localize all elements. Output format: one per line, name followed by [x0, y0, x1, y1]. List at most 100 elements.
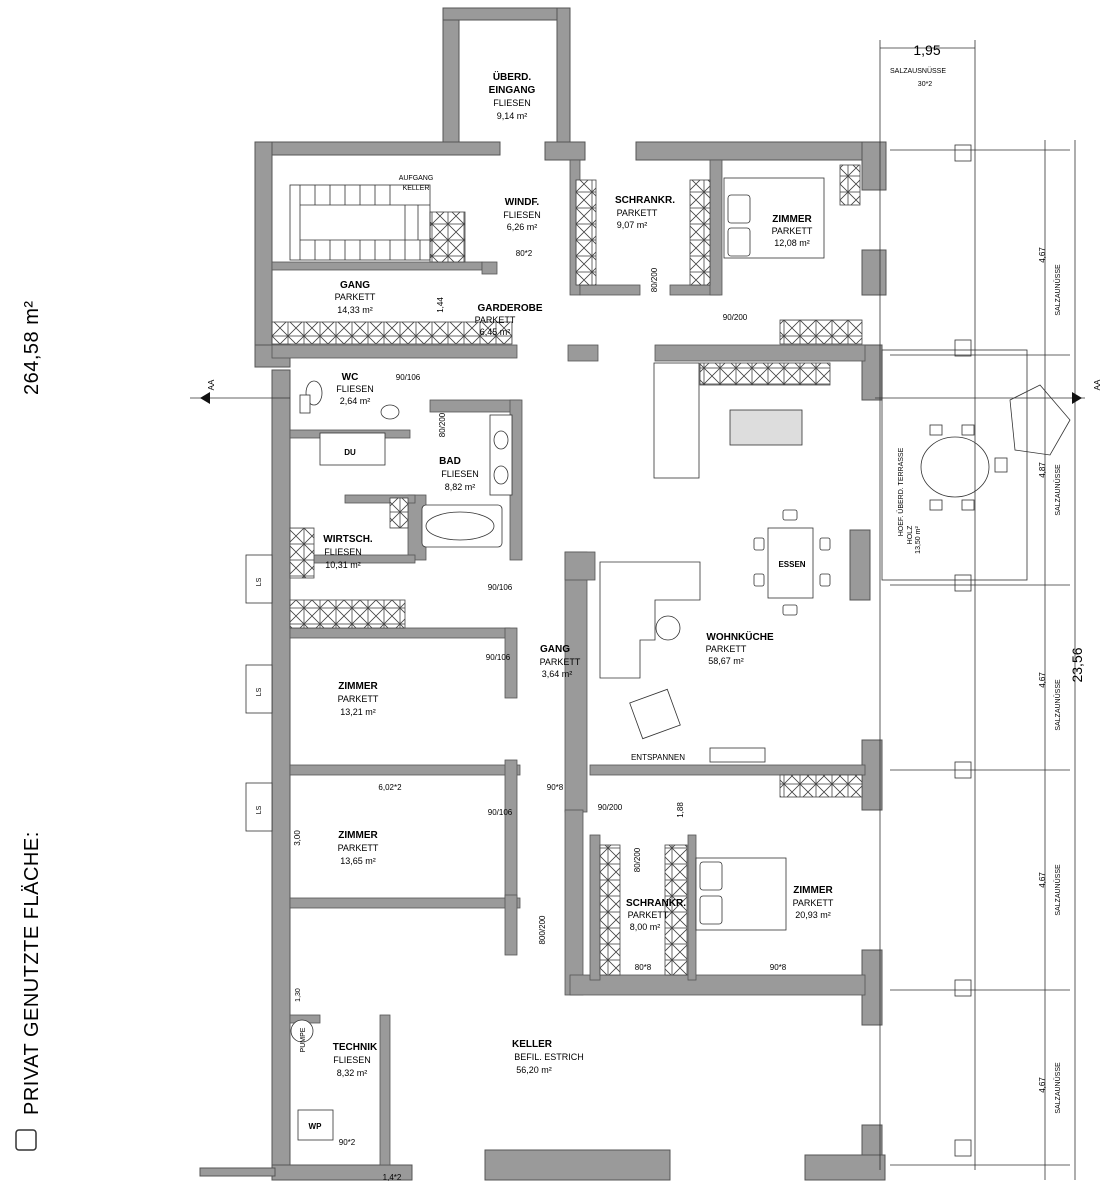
legend-checkbox — [15, 1129, 37, 1151]
dim-188: 1,88 — [676, 802, 685, 818]
dim-800-200: 800/200 — [538, 915, 547, 944]
light-shaft-1-label: LS — [256, 577, 263, 586]
dim-90-106c: 90/106 — [486, 653, 511, 662]
room-entrance-floor: FLIESEN — [493, 98, 531, 108]
room-keller-floor: BEFIL. ESTRICH — [514, 1052, 584, 1062]
dim-top-width: 1,95 — [913, 42, 940, 58]
light-shaft-3-label: LS — [256, 805, 263, 814]
bedroom-furniture — [695, 177, 825, 931]
room-terrasse-area: 13,50 m² — [915, 526, 922, 554]
dimension-lines — [190, 40, 1085, 1180]
wall-top-left — [254, 141, 501, 156]
staircase — [289, 184, 431, 261]
room-technik-area: 8,32 m² — [337, 1068, 368, 1078]
room-wirtsch-floor: FLIESEN — [324, 547, 362, 557]
room-windfang-area: 6,26 m² — [507, 222, 538, 232]
room-zimmer2-floor: PARKETT — [338, 694, 379, 704]
dining-label: ESSEN — [778, 560, 805, 569]
heat-pump-label: WP — [309, 1122, 323, 1131]
room-gang2-area: 3,64 m² — [542, 669, 573, 679]
dim-602: 6,02*2 — [378, 783, 402, 792]
dim-300: 3,00 — [293, 830, 302, 846]
room-terrasse-floor: HOLZ — [907, 525, 914, 544]
light-shaft-1 — [245, 554, 273, 604]
room-garderobe-area: 6,45 m² — [480, 327, 511, 337]
room-gang1-area: 14,33 m² — [337, 305, 373, 315]
room-technik-floor: FLIESEN — [333, 1055, 371, 1065]
room-wc-area: 2,64 m² — [340, 396, 371, 406]
dim-90-8: 90*8 — [547, 783, 564, 792]
dim-80-2: 80*2 — [516, 249, 533, 258]
room-technik-name: TECHNIK — [333, 1042, 378, 1053]
dim-90-106a: 90/106 — [396, 373, 421, 382]
room-terrasse-name: HOEF. ÜBERD. TERRASSE — [897, 447, 905, 536]
dim-467b: 4,67 — [1038, 672, 1047, 688]
room-entrance-area: 9,14 m² — [497, 111, 528, 121]
room-gang2-name: GANG — [540, 644, 570, 655]
wall-entry-left — [442, 7, 460, 143]
room-schrank1-area: 9,07 m² — [617, 220, 648, 230]
room-zimmer1-name: ZIMMER — [772, 214, 812, 225]
room-gang1-name: GANG — [340, 280, 370, 291]
stair-keller-label: KELLER — [403, 185, 430, 192]
room-zimmer3-floor: PARKETT — [338, 843, 379, 853]
room-wc-floor: FLIESEN — [336, 384, 374, 394]
room-zimmer3-area: 13,65 m² — [340, 856, 376, 866]
room-schrank2-area: 8,00 m² — [630, 922, 661, 932]
room-zimmer3-name: ZIMMER — [338, 830, 378, 841]
room-wohnkueche-area: 58,67 m² — [708, 656, 744, 666]
dimension-texts: 1,95 80*2 1,44 80/200 90/200 90/106 80/2… — [293, 42, 1085, 1182]
room-zimmer1-area: 12,08 m² — [774, 238, 810, 248]
salz-side-label-4: SALZAUNÜSSE — [1054, 864, 1062, 916]
dim-14-2: 1,4*2 — [383, 1173, 402, 1182]
room-labels: ÜBERD. EINGANG FLIESEN 9,14 m² WINDF. FL… — [323, 70, 922, 1078]
salz-side-label-2: SALZAUNÜSSE — [1054, 464, 1062, 516]
wall-entry-top — [442, 7, 571, 21]
wall-right-pillar2 — [849, 529, 871, 601]
dim-467a: 4,67 — [1038, 247, 1047, 263]
pump-circle — [290, 1019, 314, 1043]
room-entrance-name: ÜBERD. — [493, 70, 532, 83]
room-schrank2-name: SCHRANKR. — [626, 898, 686, 909]
wall-bottom-mid — [484, 1149, 671, 1181]
room-gang2-floor: PARKETT — [540, 657, 581, 667]
dim-90-2: 90*2 — [339, 1138, 356, 1147]
room-bad-floor: FLIESEN — [441, 469, 479, 479]
wall-right-upper — [861, 141, 887, 191]
room-bad-area: 8,82 m² — [445, 482, 476, 492]
salz-top-label: SALZAUSNÜSSE — [890, 67, 946, 75]
room-wc-name: WC — [342, 372, 359, 383]
wall-top-mid — [544, 141, 586, 161]
dim-80-8: 80*8 — [635, 963, 652, 972]
dim-90-106b: 90/106 — [488, 583, 513, 592]
room-zimmer4-area: 20,93 m² — [795, 910, 831, 920]
wall-left-upper — [254, 141, 273, 363]
room-wohnkueche-name: WOHNKÜCHE — [706, 630, 774, 643]
pump-label: PUMPE — [300, 1027, 307, 1052]
misc-labels: AUFGANG KELLER DU ESSEN ENTSPANNEN LS LS… — [207, 67, 1102, 1141]
wall-bottom-ledge — [199, 1167, 276, 1177]
light-shaft-2-label: LS — [256, 687, 263, 696]
shower-label: DU — [344, 448, 356, 457]
heat-pump-box — [297, 1109, 334, 1141]
room-zimmer4-name: ZIMMER — [793, 885, 833, 896]
wall-right-mid — [861, 249, 887, 296]
room-windfang-name: WINDF. — [505, 197, 540, 208]
light-shaft-2 — [245, 664, 273, 714]
room-garderobe-name: GARDEROBE — [477, 303, 542, 314]
dim-2356: 23,56 — [1069, 647, 1085, 682]
salz-side-label-5: SALZAUNÜSSE — [1054, 1062, 1062, 1114]
room-zimmer4-floor: PARKETT — [793, 898, 834, 908]
room-schrank2-floor: PARKETT — [628, 910, 669, 920]
dim-90-200b: 90/200 — [598, 803, 623, 812]
room-windfang-floor: FLIESEN — [503, 210, 541, 220]
built-in-cabinets — [271, 164, 863, 976]
room-garderobe-floor: PARKETT — [475, 315, 516, 325]
interior-walls — [271, 159, 866, 1166]
dim-80-200a: 80/200 — [650, 267, 659, 292]
room-bad-name: BAD — [439, 456, 461, 467]
room-entrance-name2: EINGANG — [489, 85, 536, 96]
room-schrank1-name: SCHRANKR. — [615, 195, 675, 206]
room-zimmer2-area: 13,21 m² — [340, 707, 376, 717]
